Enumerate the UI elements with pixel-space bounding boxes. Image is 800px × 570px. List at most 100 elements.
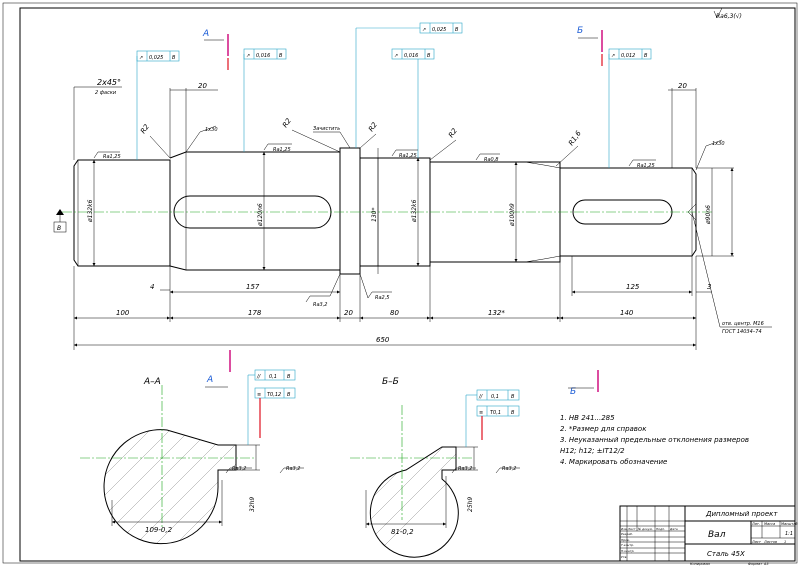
section-aa: А–А A 109-0,2 32h9 Ra3,2 Ra3,2 // 0,1 B … — [80, 350, 304, 545]
svg-text:0,016: 0,016 — [404, 53, 418, 59]
tol-frame-4: ↗ 0,016 B — [391, 48, 435, 158]
svg-text:2x45°: 2x45° — [97, 78, 121, 87]
svg-text:132*: 132* — [488, 309, 505, 317]
svg-text:Разраб.: Разраб. — [621, 532, 633, 536]
roughness-ra3: Ra1,25 — [391, 149, 418, 159]
svg-text:Формат: Формат — [748, 562, 763, 566]
svg-text:1: 1 — [784, 540, 786, 544]
section-mark-b-top: Б — [577, 26, 603, 52]
svg-text:Ra3,2: Ra3,2 — [502, 466, 517, 472]
svg-text:1:1: 1:1 — [785, 531, 793, 537]
dia-132k6-left: ø132k6 — [87, 199, 94, 223]
svg-text:0,1: 0,1 — [491, 394, 499, 400]
svg-text:2. *Размер для справок: 2. *Размер для справок — [560, 425, 647, 433]
dia-132k6-right: ø132k6 — [411, 199, 418, 223]
svg-text:Т.контр.: Т.контр. — [621, 543, 634, 547]
svg-text:Б: Б — [577, 26, 583, 36]
svg-text:B: B — [172, 55, 176, 61]
svg-text:A3: A3 — [763, 562, 769, 566]
roughness-ra4: Ra0,8 — [475, 153, 500, 163]
svg-text:↗: ↗ — [139, 55, 143, 61]
roughness-ra5: Ra1,25 — [628, 159, 656, 169]
svg-text:80: 80 — [390, 309, 399, 317]
svg-text:B: B — [511, 394, 515, 400]
svg-text:↗: ↗ — [394, 53, 398, 59]
svg-text:H12; h12; ±IT12/2: H12; h12; ±IT12/2 — [560, 447, 625, 455]
svg-text:↗: ↗ — [611, 53, 615, 59]
svg-text:2 фаски: 2 фаски — [95, 90, 117, 96]
svg-text:Масса: Масса — [764, 522, 775, 526]
keyway-a — [173, 195, 332, 229]
svg-text:Ra3,2: Ra3,2 — [286, 466, 301, 472]
general-roughness: Ra6,3(√) — [716, 13, 742, 20]
radius-label-1: R2 — [139, 122, 151, 135]
svg-text:125: 125 — [626, 283, 640, 291]
svg-text:Н.контр.: Н.контр. — [621, 549, 634, 553]
svg-text:Изм.: Изм. — [621, 527, 628, 531]
svg-text:Ra3,2: Ra3,2 — [313, 302, 328, 308]
radius-label-2: R2 — [281, 116, 293, 129]
svg-text:4: 4 — [150, 283, 154, 291]
svg-text:0,025: 0,025 — [432, 27, 446, 33]
title-name: Вал — [708, 530, 726, 540]
svg-text:Ra1,25: Ra1,25 — [637, 163, 655, 169]
tol-frame-2: ↗ 0,016 B — [243, 48, 287, 152]
keyway-b — [572, 199, 673, 225]
svg-text:Ra1,25: Ra1,25 — [273, 147, 291, 153]
section-bb: Б–Б 81-0,2 25h9 Ra3,2 Ra3,2 // 0,1 B ≡ T… — [350, 377, 520, 558]
svg-text:≡: ≡ — [479, 410, 483, 416]
sheet-border-inner — [19, 7, 796, 562]
svg-text:А–А: А–А — [143, 377, 161, 387]
svg-text:↗: ↗ — [422, 27, 426, 33]
svg-text:B: B — [644, 53, 648, 59]
section-mark-b-bottom: Б — [568, 370, 599, 397]
svg-text:178: 178 — [248, 309, 262, 317]
svg-text:Ra3,2: Ra3,2 — [458, 466, 473, 472]
svg-text:Масштаб: Масштаб — [781, 522, 798, 526]
svg-text:B: B — [455, 27, 459, 33]
svg-text:Ra2,5: Ra2,5 — [375, 295, 390, 301]
svg-text:B: B — [427, 53, 431, 59]
svg-text:≡: ≡ — [257, 392, 261, 398]
tol-frame-5: ↗ 0,012 B — [608, 48, 652, 168]
svg-text:B: B — [511, 410, 515, 416]
radius-label-3: R2 — [367, 120, 379, 133]
svg-text:Лист: Лист — [751, 540, 762, 544]
svg-text://: // — [478, 394, 484, 400]
svg-text:20: 20 — [344, 309, 353, 317]
svg-text:T0,1: T0,1 — [490, 410, 501, 416]
svg-text:T0,12: T0,12 — [267, 392, 281, 398]
svg-text:140: 140 — [620, 309, 634, 317]
svg-text:20: 20 — [198, 82, 207, 90]
svg-text:B: B — [279, 53, 283, 59]
svg-text:Листов: Листов — [763, 540, 777, 544]
svg-text:Б–Б: Б–Б — [382, 377, 399, 387]
svg-text:Б: Б — [570, 387, 576, 397]
svg-text:B: B — [57, 225, 61, 232]
svg-text:Утв.: Утв. — [621, 555, 627, 559]
svg-text:25h9: 25h9 — [467, 497, 474, 512]
svg-text:1. НВ 241...285: 1. НВ 241...285 — [560, 414, 615, 422]
svg-text:№ докум.: № докум. — [637, 527, 653, 531]
svg-text:20: 20 — [678, 82, 687, 90]
svg-text:109-0,2: 109-0,2 — [145, 526, 173, 534]
roughness-ra6: Ra3,2 — [305, 273, 341, 308]
radius-label-5: R1,6 — [567, 129, 583, 147]
dim-20-left: 20 — [169, 82, 218, 158]
svg-text:Дата: Дата — [669, 527, 678, 531]
datum-b: B — [53, 209, 67, 233]
svg-text:0,012: 0,012 — [621, 53, 635, 59]
svg-text:81-0,2: 81-0,2 — [391, 528, 414, 536]
dims-row-2: 100 178 20 80 132* 140 650 — [73, 256, 697, 350]
dims-row-1: 4 157 125 3 — [150, 256, 712, 296]
title-project: Дипломный проект — [705, 510, 778, 518]
svg-text:Копировал: Копировал — [690, 562, 711, 566]
dim-20-right: 20 — [668, 82, 697, 168]
zachistit-note: Зачистить — [313, 126, 340, 132]
chamfer-mark-1: 1x30 — [205, 127, 218, 133]
svg-text:отв. центр. М16: отв. центр. М16 — [722, 321, 764, 327]
svg-text:ГОСТ 14034–74: ГОСТ 14034–74 — [722, 329, 762, 335]
